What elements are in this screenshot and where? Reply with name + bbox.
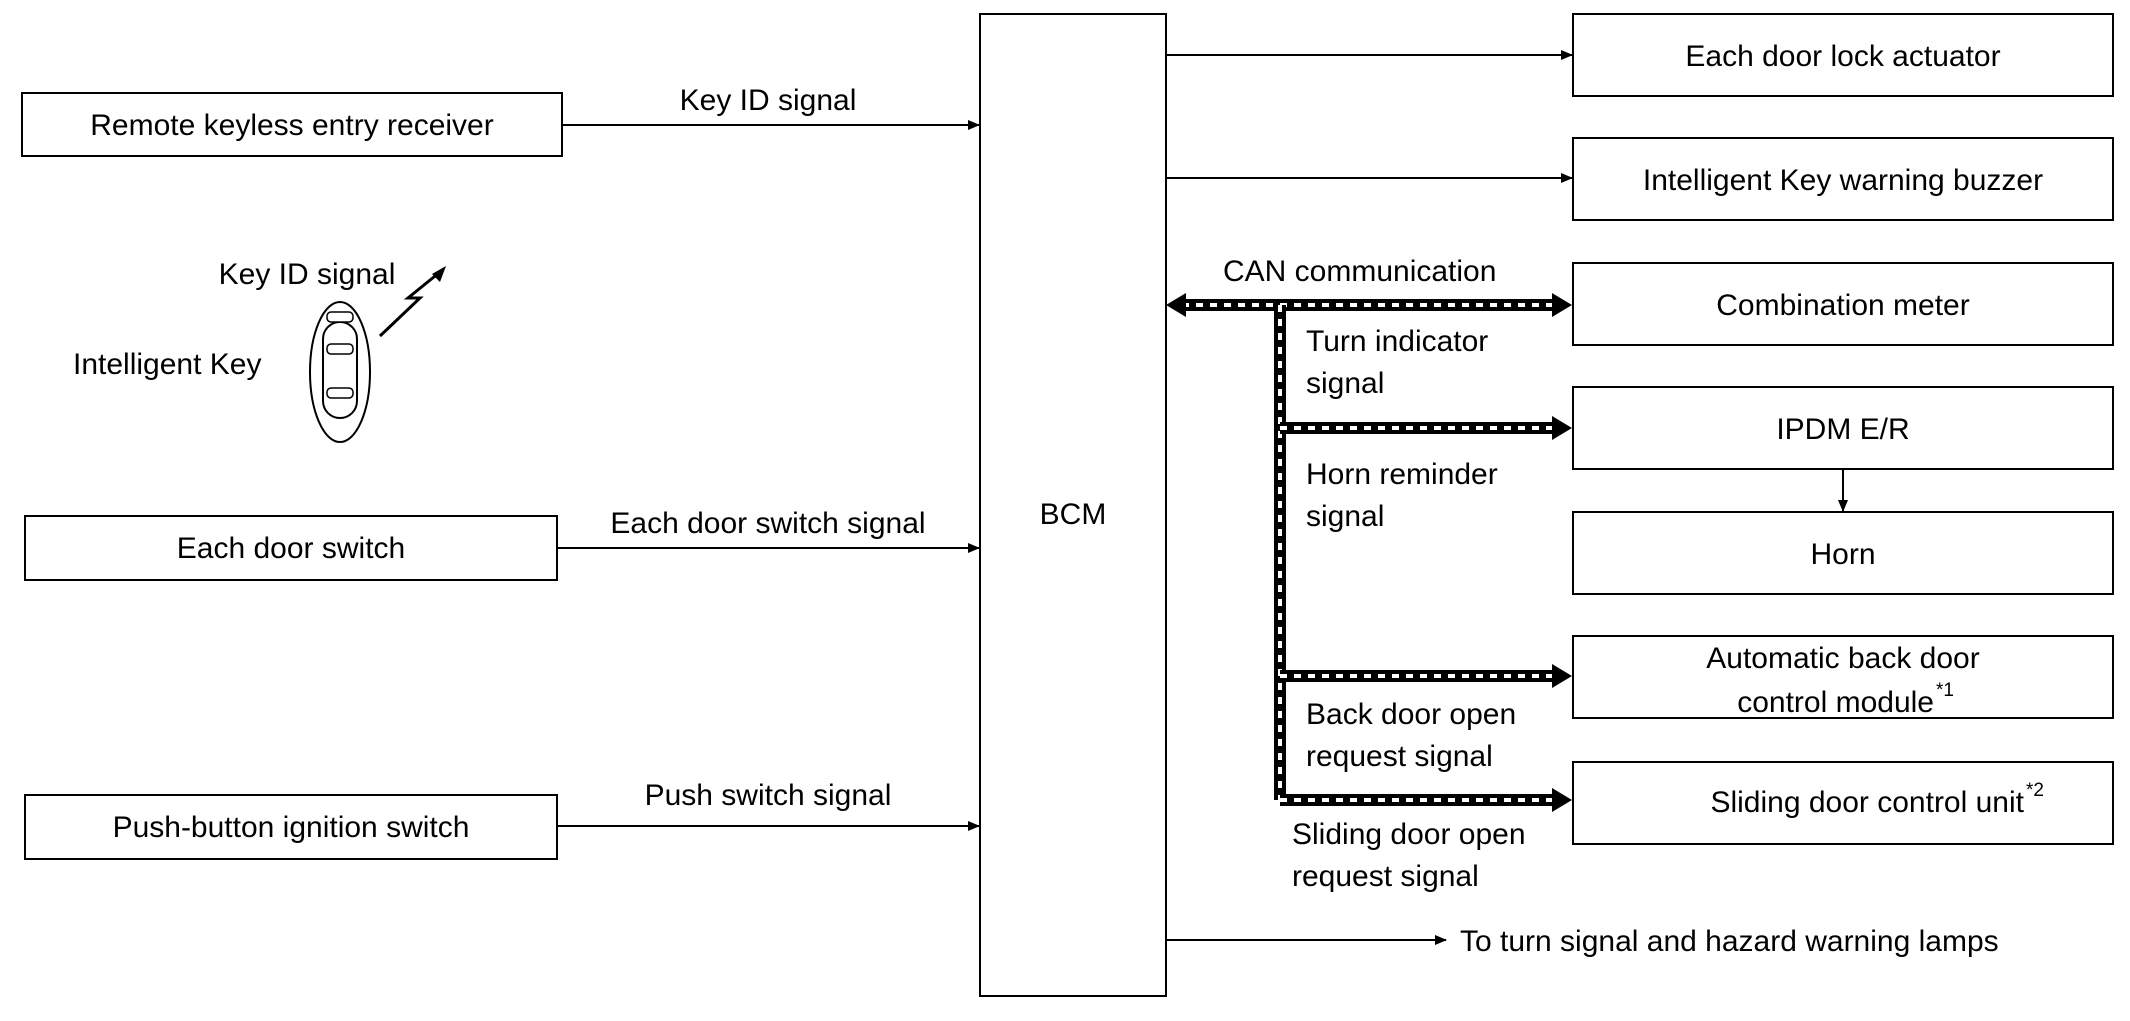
intelligent-key-icon xyxy=(309,301,371,443)
door-lock-actuator-label: Each door lock actuator xyxy=(1685,40,2000,73)
horn-reminder-label-2: signal xyxy=(1306,500,1384,533)
each-door-lock-actuator: Each door lock actuator xyxy=(1572,13,2114,97)
sliding-door-footnote: *2 xyxy=(2026,780,2044,801)
sliding-door-control-unit: Sliding door control unit *2 xyxy=(1572,761,2114,845)
ipdm-label: IPDM E/R xyxy=(1776,413,1909,446)
can-left-arrowhead xyxy=(1166,293,1186,317)
each-door-switch: Each door switch xyxy=(24,515,558,581)
remote-receiver-label: Remote keyless entry receiver xyxy=(90,109,493,142)
sliding-door-open-label-1: Sliding door open xyxy=(1292,818,1526,851)
turn-indicator-label-1: Turn indicator xyxy=(1306,325,1488,358)
door-switch-label: Each door switch xyxy=(177,532,405,565)
back-door-line1: Automatic back door xyxy=(1706,642,1979,675)
can-right-arrowhead xyxy=(1552,293,1572,317)
door-switch-signal-label: Each door switch signal xyxy=(610,507,925,540)
warning-buzzer-label: Intelligent Key warning buzzer xyxy=(1643,164,2043,197)
back-door-line2: control module xyxy=(1737,686,1934,719)
intelligent-key-warning-buzzer: Intelligent Key warning buzzer xyxy=(1572,137,2114,221)
back-door-open-label-2: request signal xyxy=(1306,740,1493,773)
ipdm-er: IPDM E/R xyxy=(1572,386,2114,470)
horn-label: Horn xyxy=(1810,538,1875,571)
horn: Horn xyxy=(1572,511,2114,595)
turn-indicator-label-2: signal xyxy=(1306,367,1384,400)
can-communication-label: CAN communication xyxy=(1223,255,1496,288)
push-switch-signal-label: Push switch signal xyxy=(645,779,892,812)
horn-reminder-label-1: Horn reminder xyxy=(1306,458,1498,491)
push-button-switch-label: Push-button ignition switch xyxy=(113,811,470,844)
sliding-door-label: Sliding door control unit xyxy=(1710,786,2024,819)
combination-meter-label: Combination meter xyxy=(1716,289,1969,322)
remote-keyless-entry-receiver: Remote keyless entry receiver xyxy=(21,92,563,157)
bcm-module: BCM xyxy=(979,13,1167,997)
back-door-footnote: *1 xyxy=(1936,680,1954,701)
automatic-back-door-control-module: Automatic back door control module *1 xyxy=(1572,635,2114,719)
combination-meter: Combination meter xyxy=(1572,262,2114,346)
lamps-label: To turn signal and hazard warning lamps xyxy=(1460,925,1999,958)
sliding-door-open-label-2: request signal xyxy=(1292,860,1479,893)
wireless-signal-icon xyxy=(378,266,446,338)
intelligent-key-label: Intelligent Key xyxy=(73,348,261,381)
key-id-wireless-label: Key ID signal xyxy=(219,258,396,291)
bcm-label: BCM xyxy=(1040,498,1107,531)
back-door-open-label-1: Back door open xyxy=(1306,698,1516,731)
key-id-signal-label: Key ID signal xyxy=(680,84,857,117)
can-bus xyxy=(1166,293,1572,812)
push-button-ignition-switch: Push-button ignition switch xyxy=(24,794,558,860)
